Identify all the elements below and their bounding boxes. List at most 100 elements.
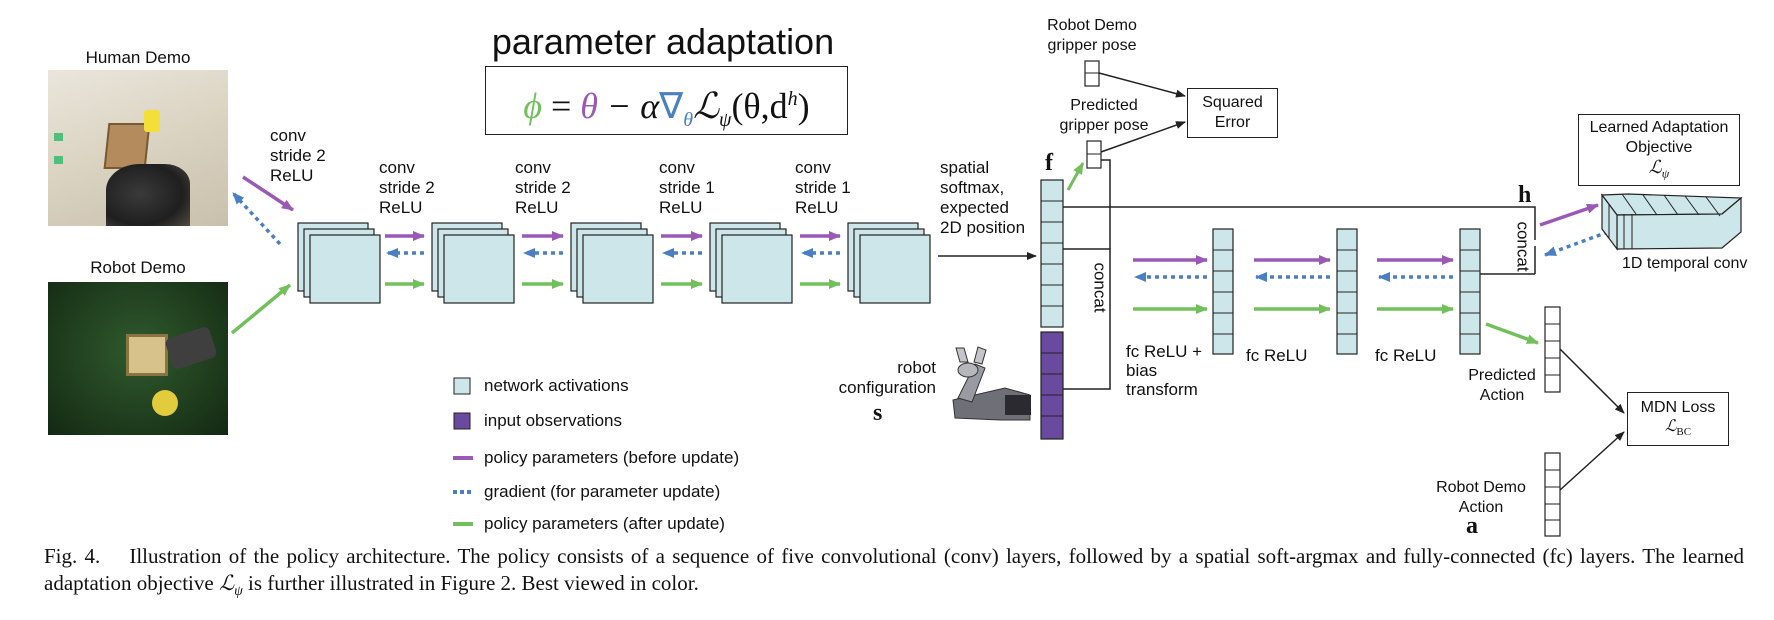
caption-loss-symbol: ℒ [218,571,235,595]
toy-box [126,334,168,376]
eq-minus-alpha: − α [597,86,660,126]
predicted-gripper-arrow [1066,162,1085,191]
fc-arrows-2 [1254,255,1331,314]
h-to-objective-arrow [1539,203,1599,227]
feature-vector [1040,179,1064,328]
bc-loss-sub: BC [1676,426,1692,439]
squared-error-label: Squared Error [1202,94,1263,131]
yellow-cup [152,390,178,416]
feature-to-h-line [1063,206,1536,240]
conv-arrows-4-5 [800,231,841,289]
conv-label-5: conv stride 1 ReLU [795,158,851,217]
fc3-to-action-arrow [1485,322,1539,345]
action-symbol: a [1466,513,1478,539]
caption-loss-sub: ψ [234,584,243,600]
fc-label-2: fc ReLU [1246,346,1308,365]
green-marker-bottom [54,156,63,164]
hidden-symbol: h [1518,182,1532,208]
conv-stack-3 [570,222,654,304]
conv-arrows-1-2 [385,231,425,289]
adaptation-loss-L: ℒ [1648,157,1662,177]
conv-stack-5 [847,222,931,304]
adaptation-loss-sub: ψ [1661,166,1670,181]
bc-loss-symbol: ℒBC [1628,418,1728,441]
adaptation-objective-box: Learned Adaptation Objective ℒψ [1578,114,1740,186]
robot-demo-action-vector [1544,452,1561,537]
human-demo-label: Human Demo [85,48,191,67]
adaptation-equation-box: ϕ = θ − α∇θℒψ(θ,dh) [485,66,848,135]
conv-stack-2 [431,222,515,304]
feature-symbol: f [1045,150,1053,176]
eq-equals: = [541,86,581,126]
concat-label-left: concat [1090,262,1110,313]
robot-demo-action-label: Robot Demo Action [1436,479,1526,516]
human-demo-image [48,70,228,226]
predicted-action-vector [1544,306,1561,393]
loss-sub: ψ [719,109,732,132]
conv-arrows-3-4 [661,231,703,289]
nabla-sub: θ [683,109,694,132]
loss-symbol: ℒ [693,86,720,126]
theta-symbol: θ [580,86,598,126]
legend-label-activations: network activations [484,376,629,395]
green-marker-top [54,133,63,141]
fc-label-3: fc ReLU [1375,346,1437,365]
objective-gradient-arrow [1544,230,1609,257]
robot-demo-gripper-label: Robot Demo gripper pose [1047,17,1137,54]
human-demo-gradient-arrow [231,191,282,246]
robot-config-vector [1040,331,1064,440]
conv-label-3: conv stride 2 ReLU [515,158,571,217]
legend-swatches [453,377,473,526]
architecture-diagram [230,60,1743,537]
adaptation-objective-label: Learned Adaptation Objective [1589,119,1729,156]
bc-loss-L: ℒ [1664,418,1677,435]
conv-label-2: conv stride 2 ReLU [379,158,435,217]
pred-pose-to-error-arrow [1100,121,1186,153]
caption-text-1: Illustration of the policy architecture.… [44,544,1745,595]
squared-error-box: Squared Error [1187,88,1278,138]
fc-arrows-1 [1133,255,1208,314]
conv-stack-1 [297,222,381,304]
robot-demo-image [48,282,228,435]
robot-demo-arrow [230,283,292,335]
legend-label-before: policy parameters (before update) [484,448,740,467]
figure-caption: Fig. 4. Illustration of the policy archi… [44,543,1744,605]
nabla-symbol: ∇ [659,86,684,126]
yellow-cup [144,110,160,132]
robot-config-label: robot configuration [838,358,936,397]
caption-text-2: is further illustrated in Figure 2. Best… [242,571,699,595]
eq-args: (θ,d [731,86,788,126]
spatial-softmax-label: spatial softmax, expected 2D position [940,158,1026,237]
temporal-conv-label: 1D temporal conv [1622,255,1748,272]
mdn-loss-box: MDN Loss ℒBC [1627,392,1729,446]
predicted-action-label: Predicted Action [1468,367,1536,404]
mdn-loss-label: MDN Loss [1640,399,1716,416]
concat-label-right: concat [1513,221,1533,272]
pred-action-to-mdn-arrow [1559,348,1625,414]
concat-bracket [1063,248,1111,390]
human-demo-arrow [242,175,294,212]
conv-stack-4 [709,222,793,304]
temporal-conv-prism [1600,193,1743,251]
fc-label-1: fc ReLU + bias transform [1126,342,1203,399]
legend-label-inputs: input observations [484,411,622,430]
robot-config-symbol: s [873,400,883,426]
adaptation-loss-symbol: ℒψ [1579,158,1739,183]
predicted-gripper-label: Predicted gripper pose [1059,97,1149,134]
robot-arm-icon [952,346,1031,421]
robot-gripper [164,325,218,371]
legend-label-gradient: gradient (for parameter update) [484,482,721,501]
parameter-adaptation-title: parameter adaptation [491,21,835,62]
eq-close: ) [797,86,810,126]
fc-vector-3 [1459,228,1481,355]
fc-vector-2 [1336,228,1358,355]
conv-label-4: conv stride 1 ReLU [659,158,715,217]
phi-symbol: ϕ [523,86,542,126]
human-arm [106,164,190,226]
legend-label-after: policy parameters (after update) [484,514,725,533]
fc-vector-1 [1212,228,1234,355]
caption-prefix: Fig. 4. [44,544,101,568]
fc-arrows-3 [1377,255,1454,314]
demo-pose-to-error-arrow [1098,72,1186,98]
